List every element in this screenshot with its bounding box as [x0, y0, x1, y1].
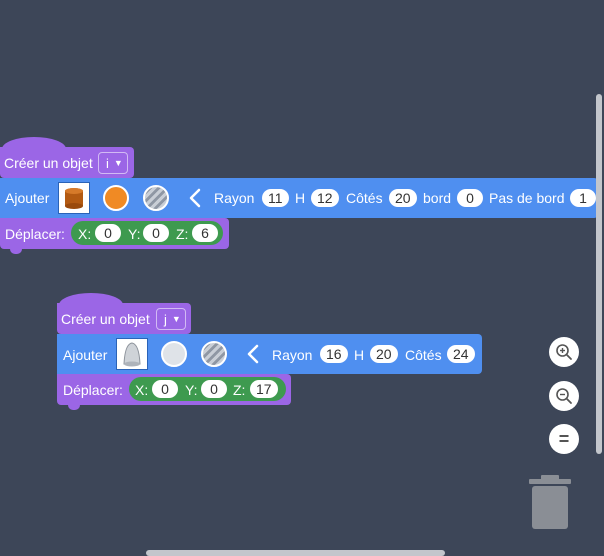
y-input[interactable]: 0 [143, 224, 169, 242]
zoom-out-button[interactable] [549, 381, 579, 411]
add-shape-block[interactable] [0, 178, 598, 218]
sides-label: Côtés [405, 347, 442, 363]
cylinder-icon [65, 188, 83, 209]
y-label: Y: [128, 226, 141, 242]
x-label: X: [78, 226, 92, 242]
texture-swatch[interactable] [201, 341, 227, 367]
border-label: bord [423, 190, 452, 206]
add-label: Ajouter [5, 190, 50, 206]
chevron-left-icon[interactable] [188, 188, 202, 208]
chevron-down-icon: ▼ [171, 314, 181, 324]
create-object-block[interactable]: Créer un objet [57, 303, 191, 334]
zoom-in-icon [556, 344, 572, 360]
reset-zoom-icon: = [558, 429, 570, 449]
border-step-input[interactable]: 1 [570, 189, 596, 207]
height-input[interactable]: 20 [370, 345, 398, 363]
x-input[interactable]: 0 [95, 224, 121, 242]
color-swatch[interactable] [103, 185, 129, 211]
create-object-label: Créer un objet [61, 311, 150, 327]
height-label: H [295, 190, 306, 206]
radius-input[interactable]: 16 [320, 345, 348, 363]
shape-thumbnail[interactable] [58, 182, 90, 214]
sides-label: Côtés [346, 190, 383, 206]
border-step-label: Pas de bord [489, 190, 565, 206]
horizontal-scrollbar[interactable] [146, 550, 445, 556]
z-input[interactable]: 6 [192, 224, 218, 242]
radius-input[interactable]: 11 [262, 189, 289, 207]
shape-thumbnail[interactable] [116, 338, 148, 370]
x-label: X: [135, 382, 149, 398]
add-label: Ajouter [63, 347, 108, 363]
y-input[interactable]: 0 [201, 380, 227, 398]
radius-label: Rayon [272, 347, 313, 363]
vertical-scrollbar[interactable] [596, 94, 602, 454]
z-label: Z: [233, 382, 246, 398]
y-label: Y: [185, 382, 198, 398]
height-label: H [354, 347, 365, 363]
zoom-out-icon [556, 388, 572, 404]
create-object-label: Créer un objet [4, 155, 93, 171]
z-input[interactable]: 17 [250, 380, 278, 398]
z-label: Z: [176, 226, 189, 242]
radius-label: Rayon [214, 190, 255, 206]
paraboloid-icon [123, 342, 141, 367]
sides-input[interactable]: 24 [447, 345, 475, 363]
trash-icon[interactable] [527, 474, 573, 532]
sides-input[interactable]: 20 [389, 189, 417, 207]
height-input[interactable]: 12 [311, 189, 339, 207]
move-label: Déplacer: [5, 226, 65, 242]
variable-name: j [164, 311, 167, 327]
block-connector [68, 405, 80, 410]
chevron-left-icon[interactable] [246, 344, 260, 364]
x-input[interactable]: 0 [152, 380, 178, 398]
border-input[interactable]: 0 [457, 189, 483, 207]
move-label: Déplacer: [63, 382, 123, 398]
texture-swatch[interactable] [143, 185, 169, 211]
zoom-in-button[interactable] [549, 337, 579, 367]
variable-dropdown[interactable]: j ▼ [156, 308, 186, 330]
variable-dropdown[interactable]: i ▼ [98, 152, 128, 174]
zoom-reset-button[interactable]: = [549, 424, 579, 454]
color-swatch[interactable] [161, 341, 187, 367]
chevron-down-icon: ▼ [113, 158, 123, 168]
block-connector [10, 249, 22, 254]
variable-name: i [106, 155, 109, 171]
